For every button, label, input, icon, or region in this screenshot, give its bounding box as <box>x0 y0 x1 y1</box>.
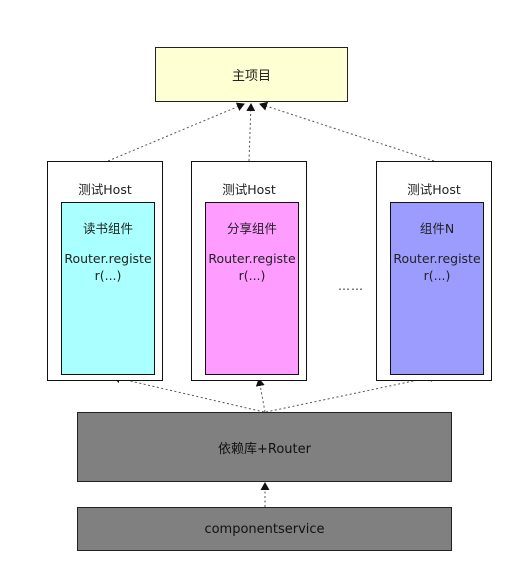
ellipsis-more-hosts: …… <box>338 279 364 293</box>
componentservice-label: componentservice <box>204 521 325 537</box>
component-reading: 读书组件 Router.register(...) <box>61 202 155 375</box>
arrow-deps-to-comp2 <box>255 378 266 413</box>
arrow-host2-to-main <box>246 103 256 162</box>
component-register-call: Router.register(...) <box>64 251 152 283</box>
arrow-deps-to-comp1 <box>112 374 265 413</box>
main-project-box: 主项目 <box>155 47 348 102</box>
arrow-host1-to-main <box>107 102 245 162</box>
host-title: 测试Host <box>222 182 276 197</box>
arrow-deps-to-comp3 <box>265 373 438 413</box>
host-box-reading: 测试Host 读书组件 Router.register(...) <box>47 161 163 381</box>
component-share: 分享组件 Router.register(...) <box>205 202 299 375</box>
component-register-call: Router.register(...) <box>393 251 481 283</box>
dependency-router-layer: 依赖库+Router <box>77 412 452 482</box>
componentservice-layer: componentservice <box>77 507 452 551</box>
component-register-call: Router.register(...) <box>208 251 296 283</box>
host-box-share: 测试Host 分享组件 Router.register(...) <box>191 161 307 381</box>
dependency-router-label: 依赖库+Router <box>218 441 311 457</box>
host-title: 测试Host <box>78 182 132 197</box>
component-name: 分享组件 <box>226 221 277 236</box>
component-name: 组件N <box>419 221 455 236</box>
arrow-host3-to-main <box>259 101 435 162</box>
component-name: 读书组件 <box>82 221 133 236</box>
component-n: 组件N Router.register(...) <box>390 202 484 375</box>
host-box-n: 测试Host 组件N Router.register(...) <box>376 161 492 381</box>
host-title: 测试Host <box>407 182 461 197</box>
main-project-label: 主项目 <box>231 69 271 84</box>
